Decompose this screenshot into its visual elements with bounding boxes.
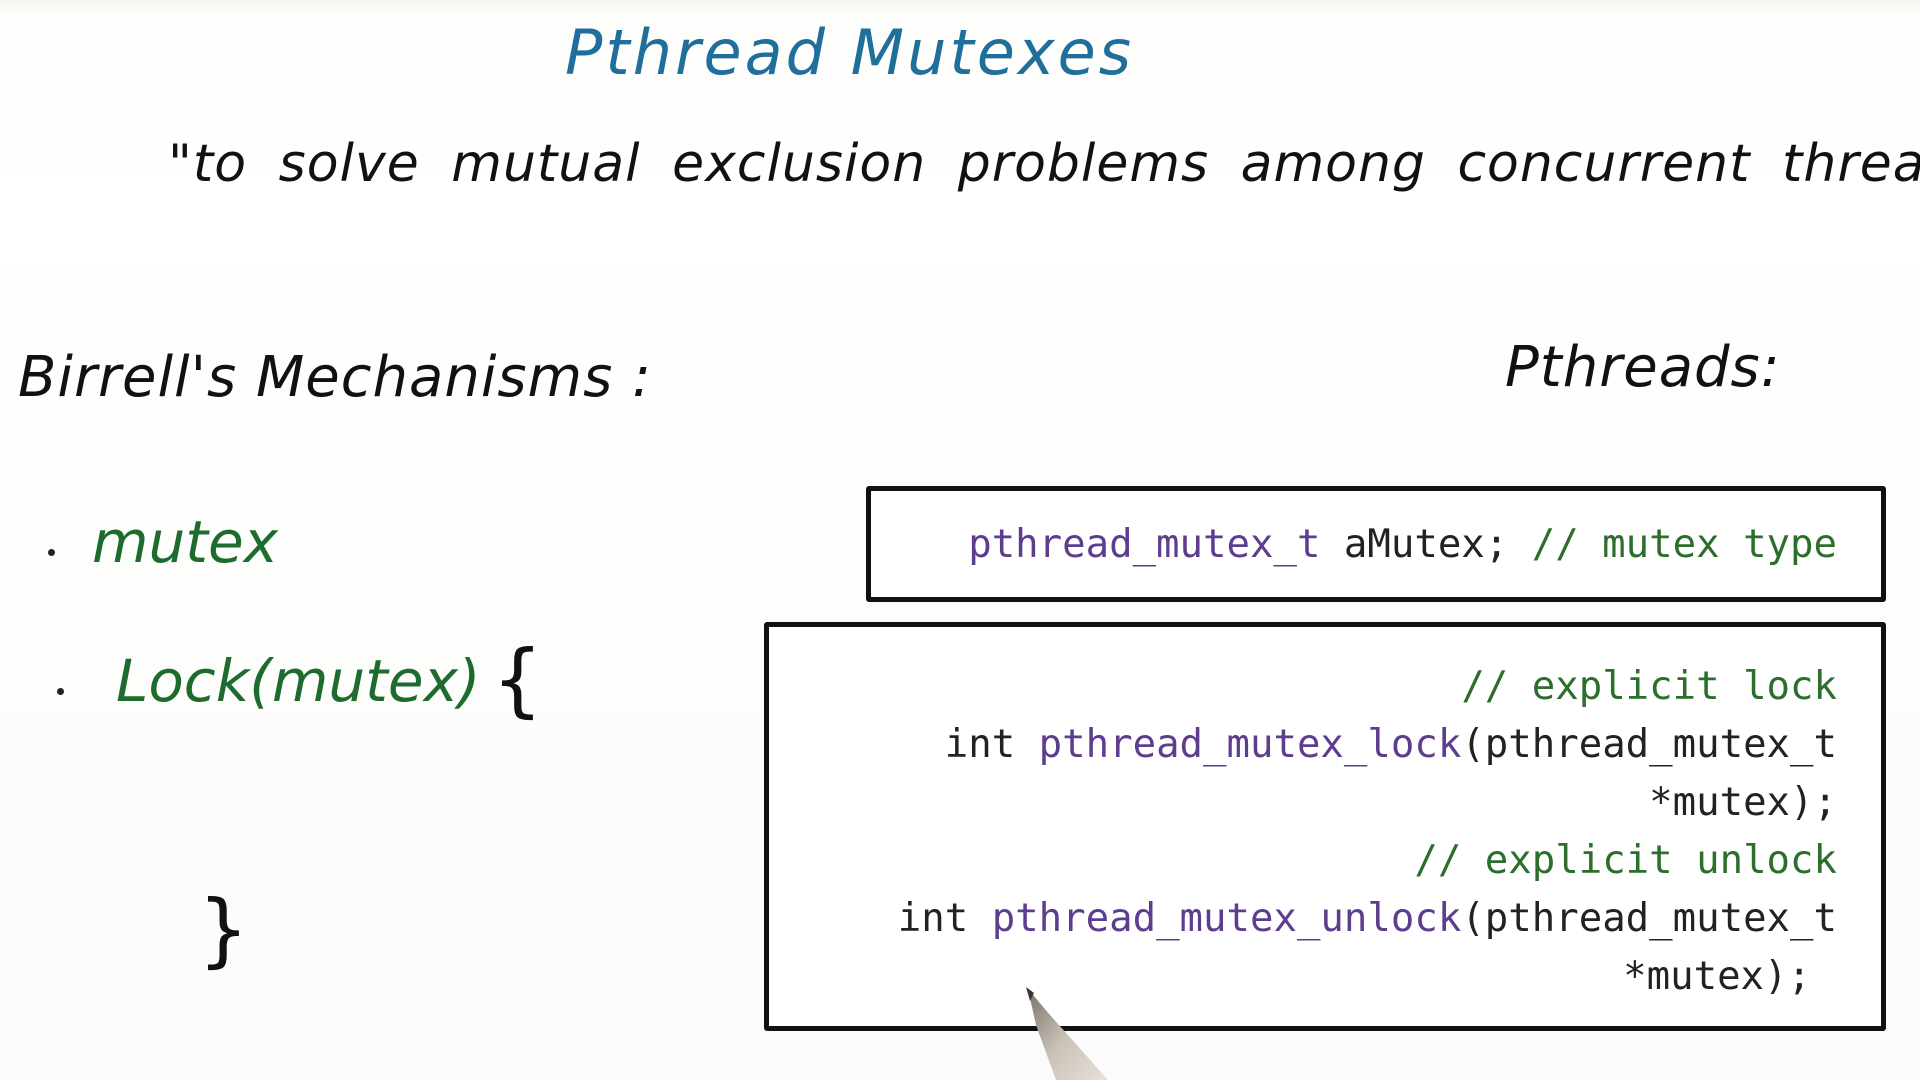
mutex-declaration-line: pthread_mutex_t aMutex; // mutex type <box>968 525 1837 564</box>
mechanism-lock: Lock(mutex) <box>116 647 481 715</box>
bullet-dot-mutex <box>48 549 55 556</box>
unlock-function-name: pthread_mutex_unlock <box>991 896 1462 941</box>
explicit-lock-comment: // explicit lock <box>1461 664 1837 709</box>
unlock-return-type: int <box>897 896 992 941</box>
mechanism-mutex: mutex <box>92 508 279 576</box>
birrell-mechanisms-heading: Birrell's Mechanisms : <box>18 345 652 410</box>
mutex-variable: aMutex; <box>1320 522 1509 567</box>
open-brace: { <box>492 633 543 726</box>
mutex-type-code-box: pthread_mutex_t aMutex; // mutex type <box>866 486 1886 602</box>
bullet-dot-lock <box>57 688 64 695</box>
close-brace: } <box>198 883 249 976</box>
pen-tip-icon <box>1026 987 1108 1080</box>
unlock-params: (pthread_mutex_t <box>1461 896 1837 941</box>
lock-function-name: pthread_mutex_lock <box>1038 722 1462 767</box>
lock-signature-line: int pthread_mutex_lock(pthread_mutex_t <box>945 725 1837 764</box>
mutex-type-comment: // mutex type <box>1508 522 1837 567</box>
lock-params-cont: *mutex); <box>1649 780 1837 825</box>
unlock-signature-line: int pthread_mutex_unlock(pthread_mutex_t <box>898 899 1837 938</box>
mutex-type-keyword: pthread_mutex_t <box>968 522 1321 567</box>
pthreads-heading: Pthreads: <box>1505 335 1781 400</box>
explicit-unlock-comment: // explicit unlock <box>1414 838 1837 883</box>
unlock-params-cont: *mutex); <box>1623 954 1811 999</box>
lock-params: (pthread_mutex_t <box>1461 722 1837 767</box>
lock-return-type: int <box>944 722 1039 767</box>
slide-title: Pthread Mutexes <box>565 16 1135 89</box>
definition-quote: "to solve mutual exclusion problems amon… <box>168 134 1920 194</box>
lock-unlock-code-box: // explicit lock int pthread_mutex_lock(… <box>764 622 1886 1031</box>
